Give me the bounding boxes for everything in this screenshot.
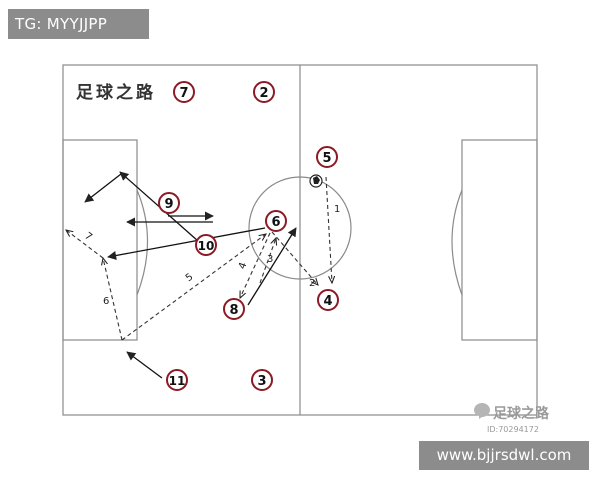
player-3: 3 (251, 369, 273, 391)
player-8: 8 (223, 298, 245, 320)
pass-label-7: 7 (82, 231, 94, 244)
right-penalty-box (461, 139, 538, 341)
player-5: 5 (316, 146, 338, 168)
player-7: 7 (173, 81, 195, 103)
website-url: www.bjjrsdwl.com (419, 441, 589, 470)
svg-text:3: 3 (257, 374, 266, 389)
pass-2 (271, 231, 318, 285)
svg-text:5: 5 (322, 151, 331, 166)
svg-text:7: 7 (179, 86, 188, 101)
svg-text:2: 2 (259, 86, 268, 101)
svg-text:9: 9 (164, 197, 173, 212)
player-10: 10 (195, 234, 217, 256)
pass-label-3: 3 (267, 254, 273, 265)
svg-text:11: 11 (169, 374, 186, 388)
run-6-a (107, 227, 266, 260)
player-2: 2 (253, 81, 275, 103)
svg-text:6: 6 (271, 215, 280, 230)
pass-1 (325, 176, 332, 283)
pass-label-5: 5 (184, 272, 196, 285)
pass-6 (103, 258, 123, 341)
run-11 (126, 351, 163, 379)
watermark-name: 足球之路 (493, 405, 550, 422)
run-9-a (84, 173, 122, 203)
watermark: 足球之路 ID:70294172 (474, 403, 550, 434)
pitch-title: 足球之路 (76, 82, 156, 103)
run-8 (247, 227, 297, 306)
pass-label-1: 1 (334, 204, 340, 215)
player-9: 9 (158, 192, 180, 214)
pass-label-4: 4 (237, 261, 250, 271)
pass-label-2: 2 (309, 278, 315, 289)
pass-3 (259, 238, 276, 284)
ball-icon (309, 174, 323, 188)
left-penalty-arc (136, 189, 149, 296)
right-penalty-arc (451, 189, 463, 296)
pass-7 (66, 230, 104, 259)
tg-label: TG: MYYJJPP (8, 9, 149, 39)
pass-number-labels: 1 2 3 4 5 6 7 (82, 204, 340, 307)
svg-text:4: 4 (323, 294, 332, 309)
pass-label-6: 6 (103, 296, 109, 307)
wechat-icon (474, 403, 490, 419)
player-6: 6 (265, 210, 287, 232)
pass-4 (240, 232, 271, 298)
pass-lines (66, 176, 332, 341)
player-4: 4 (317, 289, 339, 311)
left-penalty-box (62, 139, 138, 341)
svg-text:10: 10 (198, 239, 215, 253)
center-circle (248, 176, 352, 280)
player-11: 11 (166, 369, 188, 391)
field-lines (62, 64, 538, 416)
watermark-id: ID:70294172 (487, 425, 539, 434)
pass-5 (121, 234, 266, 341)
players: 7 2 5 9 6 10 8 4 11 3 (158, 81, 339, 391)
svg-text:8: 8 (229, 303, 238, 318)
